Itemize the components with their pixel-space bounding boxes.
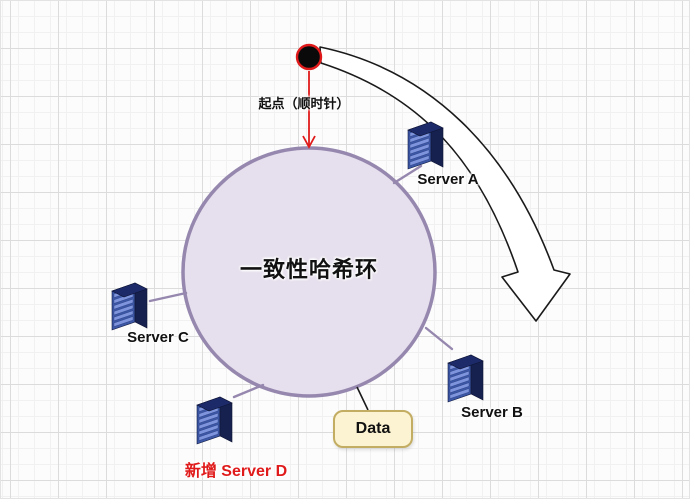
start-arrow-head xyxy=(302,135,316,149)
connector-server-d xyxy=(232,383,265,399)
start-point-marker xyxy=(295,43,323,71)
start-point-label: 起点（顺时针） xyxy=(258,96,350,111)
server-c-icon xyxy=(110,278,150,336)
connector-server-c xyxy=(148,291,188,303)
server-c-label: Server C xyxy=(127,329,189,346)
data-node: Data xyxy=(333,410,413,448)
server-d-icon xyxy=(195,392,235,450)
connector-server-b xyxy=(424,326,454,351)
connector-data xyxy=(356,386,369,411)
connector-server-a xyxy=(392,164,423,185)
server-b-label: Server B xyxy=(461,404,523,421)
data-node-label: Data xyxy=(355,420,391,437)
server-a-icon xyxy=(406,117,446,175)
ring-title: 一致性哈希环 xyxy=(239,257,378,282)
clockwise-direction-arrow xyxy=(319,46,571,322)
server-a-label: Server A xyxy=(417,171,479,188)
server-d-new-label: 新增 Server D xyxy=(184,463,288,480)
server-b-icon xyxy=(446,350,486,408)
